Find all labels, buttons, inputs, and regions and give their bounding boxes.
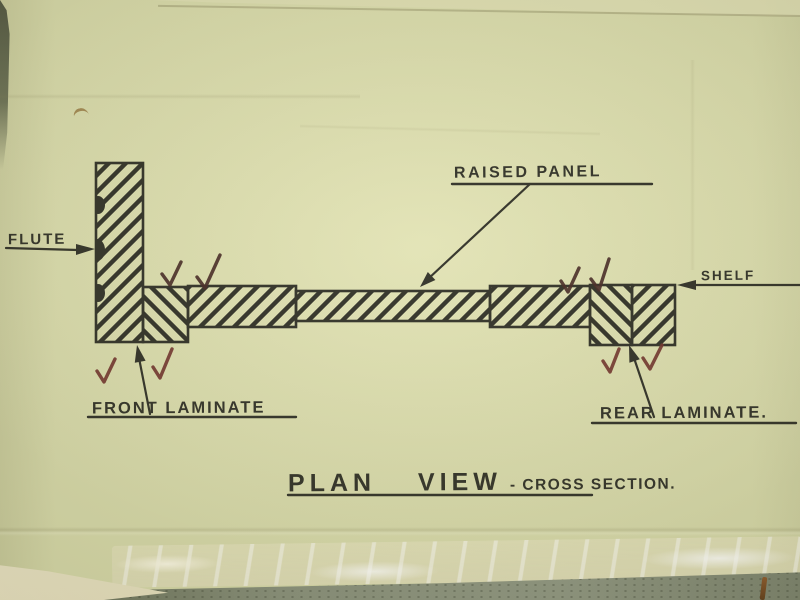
label-shelf: SHELF xyxy=(700,267,756,284)
drawing-title: PLAN VIEW - CROSS SECTION. xyxy=(288,467,676,499)
rear-laminate-block xyxy=(588,283,677,347)
raised-panel-arrow xyxy=(420,182,654,287)
front-laminate-block xyxy=(141,285,190,344)
label-flute: FLUTE xyxy=(7,230,67,249)
flute-arrow xyxy=(4,244,95,255)
raised-panel-section xyxy=(294,289,492,323)
front-laminate-arrow xyxy=(86,345,298,419)
shelf-bar-right xyxy=(488,284,592,329)
checkmark-icon xyxy=(601,347,621,374)
label-raised-panel: RAISED PANEL xyxy=(453,163,603,182)
checkmark-icon xyxy=(151,347,174,380)
paper-left-edge-shadow xyxy=(0,0,10,170)
flute-holes xyxy=(96,196,105,302)
stile-section xyxy=(94,161,145,344)
shelf-bar-left xyxy=(186,284,298,329)
checkmarks xyxy=(95,253,664,384)
checkmark-icon xyxy=(589,257,611,292)
checkmark-icon xyxy=(559,266,581,294)
drawing-title-main: PLAN VIEW xyxy=(287,467,502,498)
label-front-laminate: FRONT LAMINATE xyxy=(91,398,266,418)
checkmark-icon xyxy=(195,253,222,290)
label-rear-laminate: REAR LAMINATE. xyxy=(599,403,768,423)
drawing-title-sub: - CROSS SECTION. xyxy=(509,475,677,494)
rear-laminate-arrow xyxy=(590,345,798,425)
checkmark-icon xyxy=(641,343,664,371)
shelf-arrow xyxy=(677,280,800,290)
checkmark-icon xyxy=(160,260,183,287)
checkmark-icon xyxy=(95,357,117,384)
